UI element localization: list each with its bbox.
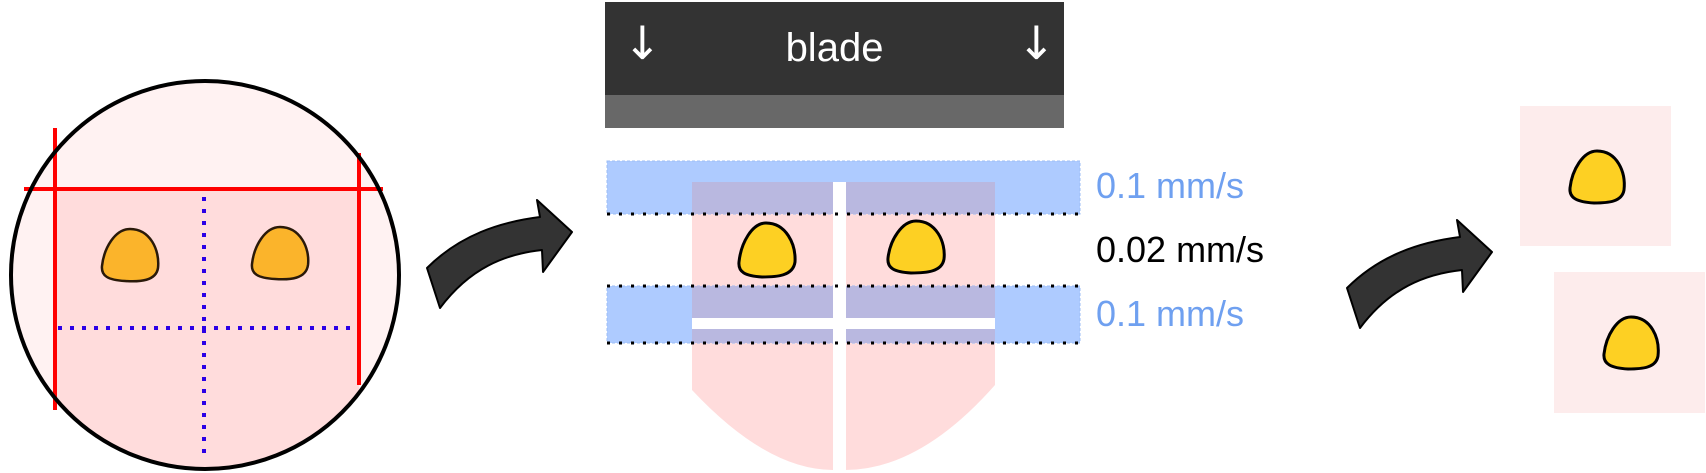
blade-edge [605, 95, 1064, 128]
sample-blob-right [250, 225, 310, 281]
blade [605, 2, 1064, 128]
blade-down-arrow-left-icon: ↓ [623, 16, 662, 70]
speed-label-middle-slow: 0.02 mm/s [1096, 229, 1265, 270]
sample-blob-separated-2 [1602, 315, 1660, 371]
sample-blob-middle-left [737, 221, 797, 279]
separated-samples [1520, 106, 1705, 413]
tissue-circle-outline [9, 79, 401, 471]
speed-label-bottom-fast: 0.1 mm/s [1096, 293, 1245, 334]
blade-label: blade [785, 26, 884, 70]
sample-blob-separated-1 [1568, 149, 1626, 205]
region-of-interest [55, 189, 359, 469]
blade-down-arrow-right-icon: ↓ [1017, 16, 1056, 70]
sample-blob-left [100, 227, 160, 283]
process-arrow-1-icon [426, 199, 573, 309]
blade-body [605, 2, 1064, 95]
cutting-zones [606, 160, 1081, 472]
speed-label-top-fast: 0.1 mm/s [1096, 165, 1245, 206]
cut-gap-horizontal [692, 318, 995, 329]
tissue-circle-panel [9, 79, 401, 471]
sample-blob-middle-right [886, 219, 946, 275]
process-arrow-2-icon [1346, 219, 1493, 329]
